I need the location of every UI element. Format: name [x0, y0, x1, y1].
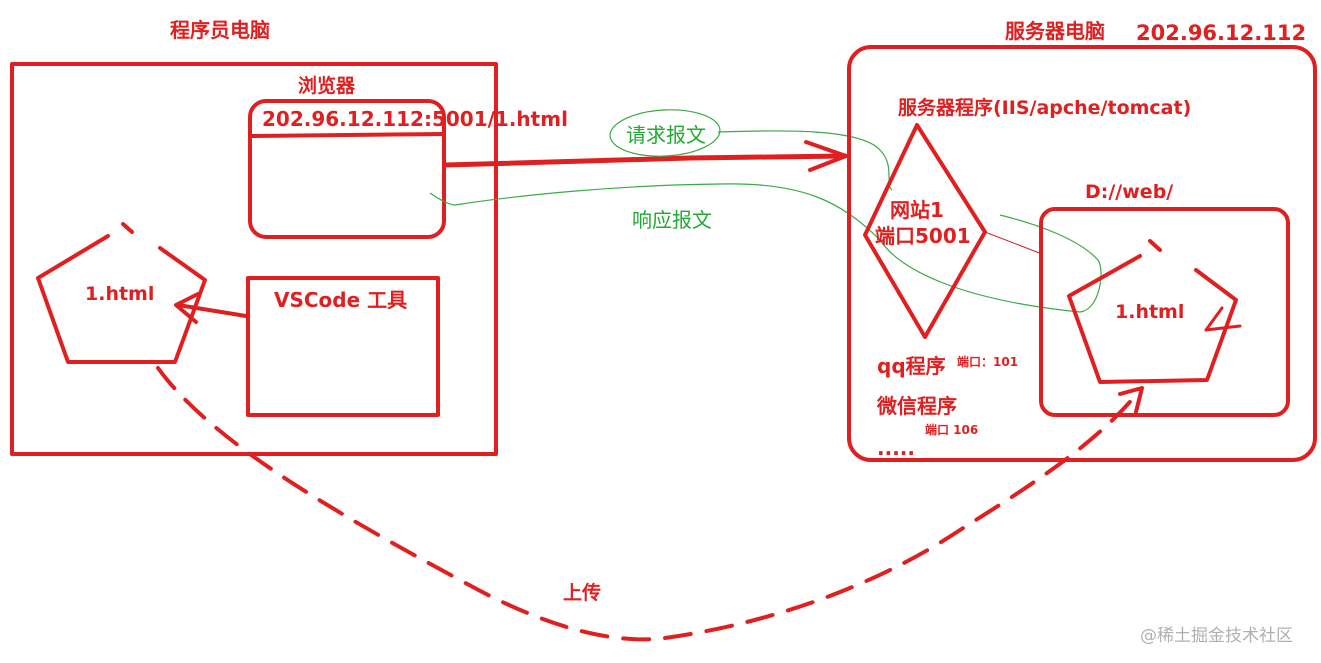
website-diamond [863, 123, 987, 339]
watermark: @稀土掘金技术社区 [1140, 626, 1293, 646]
qq-program-label: qq程序 [877, 354, 946, 378]
edit-arrow-line [176, 303, 248, 318]
request-arrow-line [443, 153, 848, 168]
dev-pc-label: 程序员电脑 [170, 18, 270, 42]
site-to-dir-line [984, 231, 1043, 255]
browser-address-divider [248, 132, 446, 138]
request-label-circle [609, 109, 721, 157]
vscode-label: VSCode 工具 [274, 288, 407, 312]
browser-url: 202.96.12.112:5001/1.html [262, 107, 568, 131]
edit-arrow-head [174, 292, 200, 324]
website-name: 网站1 [890, 198, 944, 222]
local-file-shape [36, 222, 207, 364]
wechat-program-label: 微信程序 [876, 394, 957, 418]
remote-file-arrow [1204, 306, 1242, 332]
web-dir-box [1039, 207, 1290, 417]
remote-file-label: 1.html [1115, 301, 1184, 323]
server-pc-box [847, 45, 1317, 462]
dev-pc-box [10, 62, 498, 456]
server-ip-label: 202.96.12.112 [1136, 21, 1306, 45]
browser-window [248, 99, 446, 239]
server-program-label: 服务器程序(IIS/apche/tomcat) [898, 96, 1191, 119]
local-file-label: 1.html [85, 283, 154, 305]
upload-arrow-line [156, 366, 1142, 642]
request-arrow-head [804, 140, 848, 172]
browser-label: 浏览器 [298, 74, 356, 97]
website-port: 端口5001 [875, 224, 971, 248]
server-pc-label: 服务器电脑 [1005, 19, 1105, 43]
response-green-path [429, 183, 1102, 313]
request-green-path [717, 130, 893, 191]
qq-port-label: 端口：101 [957, 354, 1018, 369]
vscode-box [246, 276, 440, 417]
remote-file-shape [1067, 239, 1238, 384]
wechat-port-label: 端口 106 [925, 422, 978, 437]
upload-arrow-head [1118, 386, 1144, 414]
web-dir-label: D://web/ [1085, 181, 1173, 203]
response-label: 响应报文 [632, 208, 712, 232]
upload-label: 上传 [563, 581, 601, 604]
more-programs: ..... [877, 436, 915, 460]
request-label: 请求报文 [626, 123, 706, 147]
